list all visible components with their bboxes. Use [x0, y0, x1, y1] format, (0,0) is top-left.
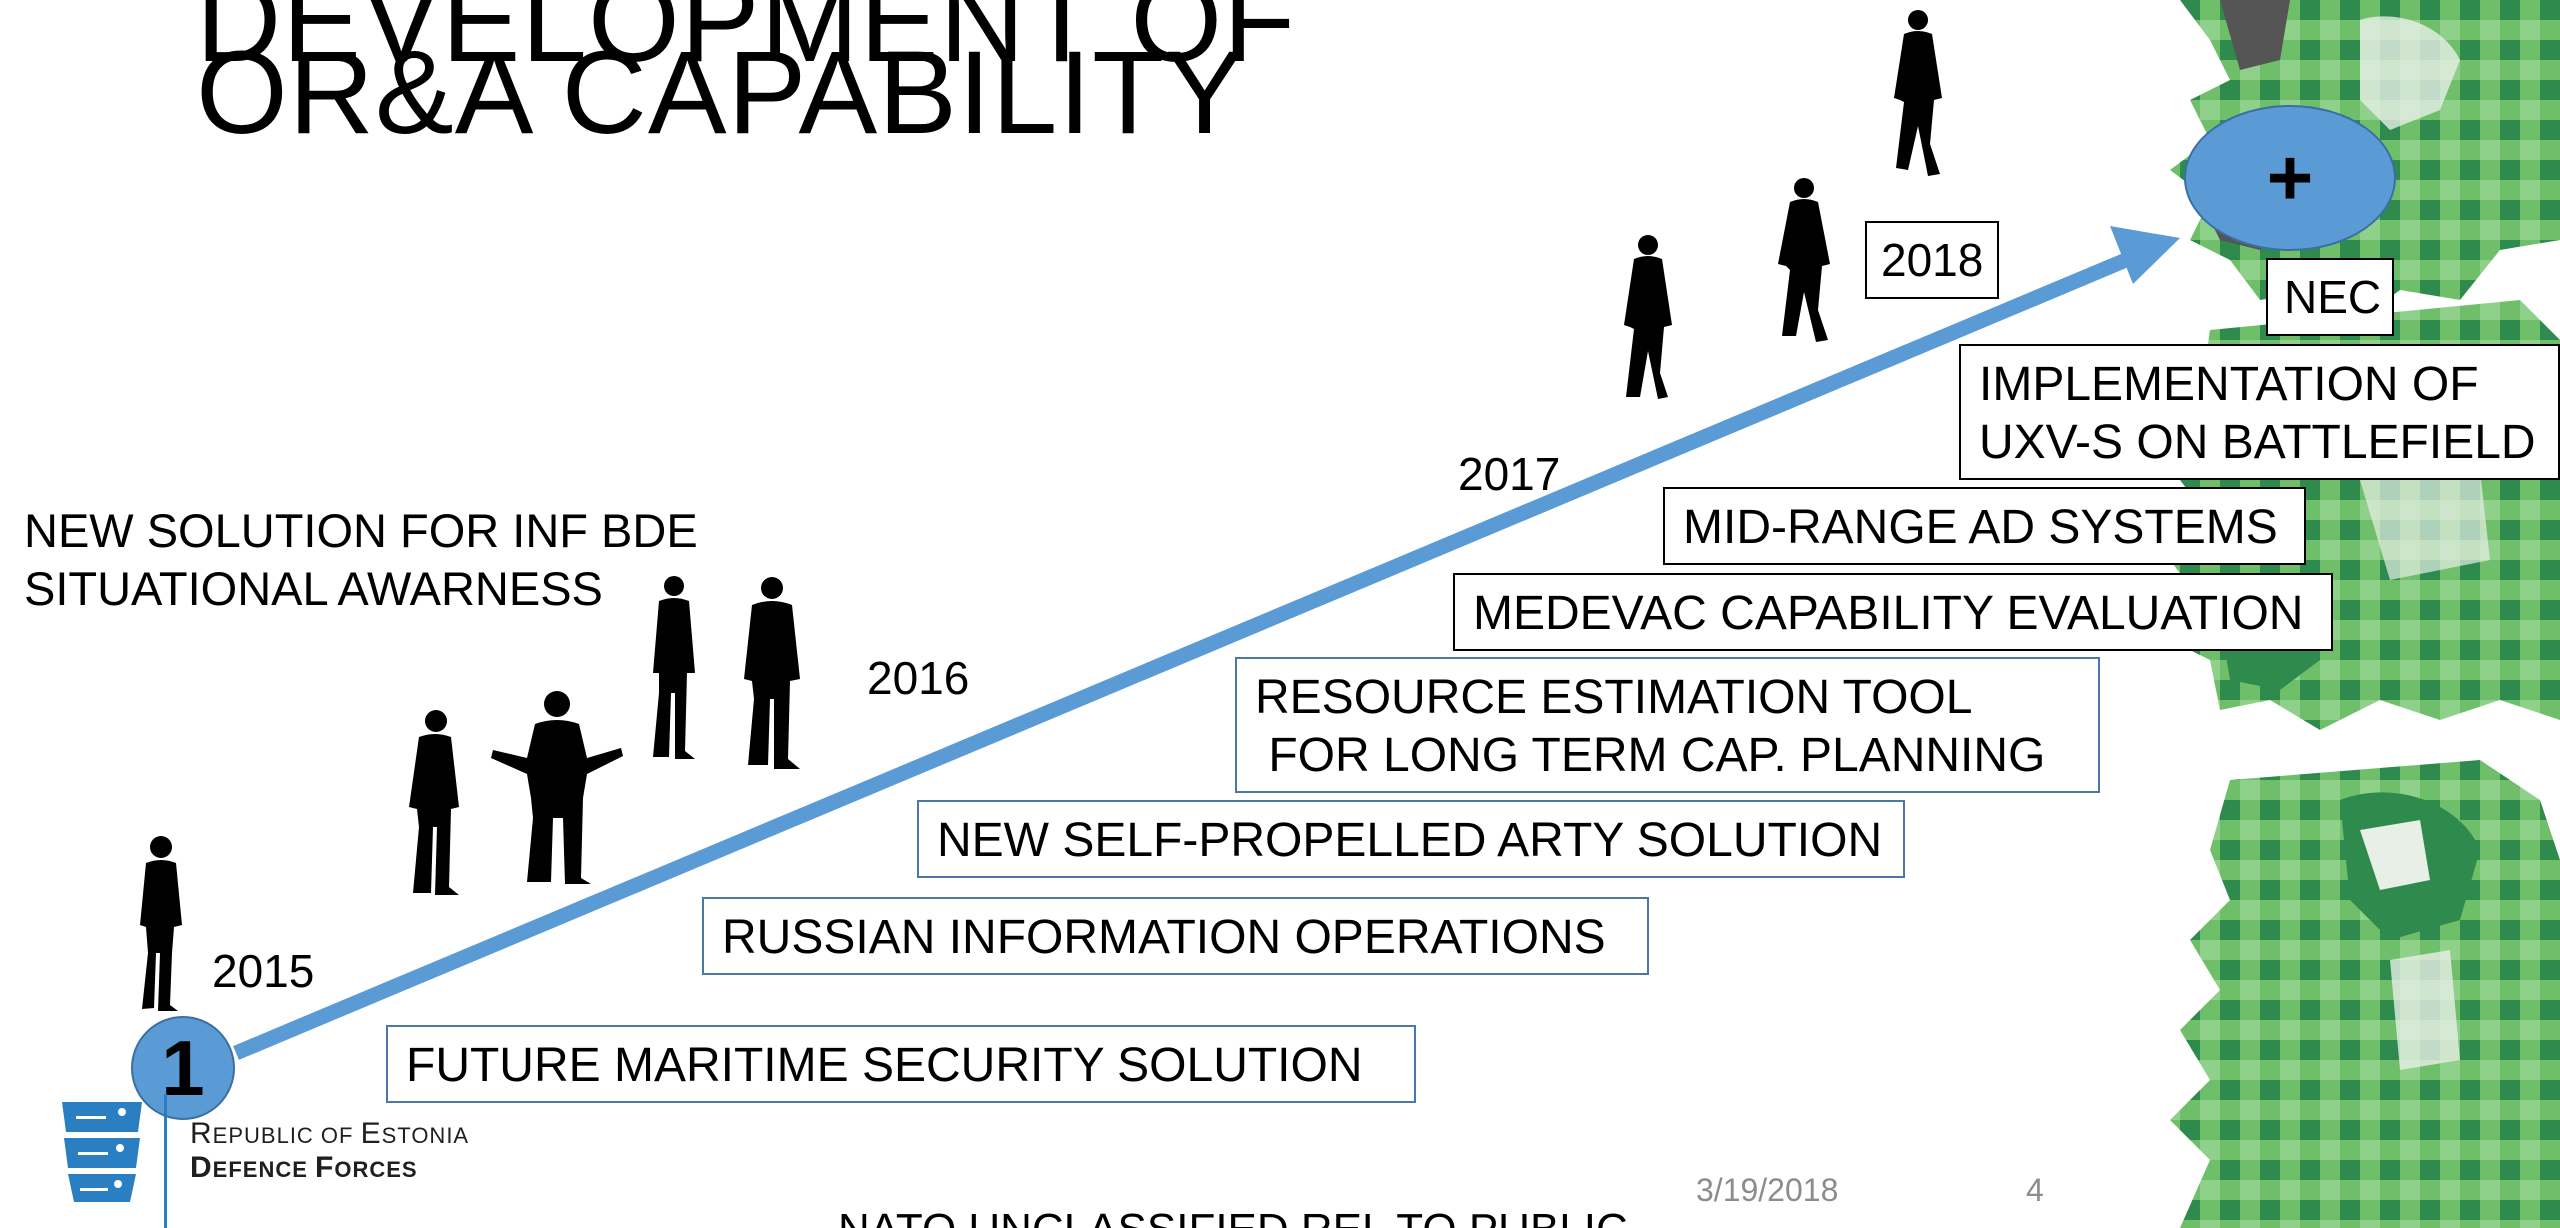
footer-date: 3/19/2018: [1696, 1172, 1839, 1208]
org-rest-2: STONIA: [381, 1123, 470, 1148]
person-silhouette-icon: [1894, 10, 1942, 176]
footer-page-number: 4: [2026, 1172, 2044, 1208]
year-2018: 2018: [1881, 234, 1984, 286]
note-line-1: NEW SOLUTION FOR INF BDE: [24, 504, 698, 557]
person-silhouette-icon: [1624, 235, 1672, 399]
org-initial: D: [190, 1151, 213, 1184]
year-2017: 2017: [1458, 448, 1561, 500]
situational-awareness-note: NEW SOLUTION FOR INF BDE SITUATIONAL AWA…: [24, 502, 698, 618]
footer-classification: NATO UNCLASSIFIED REL TO PUBLIC: [838, 1205, 1628, 1228]
org-rest: EPUBLIC OF: [212, 1123, 361, 1148]
start-marker-label: 1: [161, 1023, 205, 1112]
org-initial-2: F: [315, 1151, 335, 1184]
project-box-resource-tool: RESOURCE ESTIMATION TOOL FOR LONG TERM C…: [1235, 657, 2100, 793]
org-rest-2: ORCES: [334, 1157, 418, 1182]
year-2015: 2015: [212, 945, 315, 997]
note-line-2: SITUATIONAL AWARNESS: [24, 562, 603, 615]
end-marker: +: [2184, 105, 2396, 251]
project-label: MEDEVAC CAPABILITY EVALUATION: [1473, 587, 2304, 640]
project-box-medevac: MEDEVAC CAPABILITY EVALUATION: [1453, 573, 2333, 651]
project-label: FUTURE MARITIME SECURITY SOLUTION: [406, 1039, 1363, 1092]
project-label: IMPLEMENTATION OF: [1979, 358, 2479, 411]
year-2018-box: 2018: [1865, 221, 1999, 299]
person-silhouette-icon: [653, 576, 695, 759]
estonian-lions-emblem-icon: [62, 1102, 142, 1202]
logo-divider: [164, 1094, 167, 1228]
org-name-line-1: REPUBLIC OF ESTONIA: [190, 1117, 469, 1151]
nec-box: NEC: [2266, 258, 2394, 336]
year-2016: 2016: [867, 652, 970, 704]
org-initial-2: E: [360, 1117, 382, 1150]
title-line-1: DEVELOPMENT OF: [196, 0, 1297, 87]
person-silhouette-icon: [1778, 178, 1830, 342]
person-silhouette-icon: [744, 577, 800, 769]
project-label-2: UXV-S ON BATTLEFIELD: [1979, 416, 2536, 469]
person-silhouette-icon: [409, 710, 459, 895]
project-label: RUSSIAN INFORMATION OPERATIONS: [722, 911, 1606, 964]
project-box-arty: NEW SELF-PROPELLED ARTY SOLUTION: [917, 800, 1905, 878]
project-box-maritime: FUTURE MARITIME SECURITY SOLUTION: [386, 1025, 1416, 1103]
person-silhouette-icon: [491, 691, 623, 884]
project-label: NEW SELF-PROPELLED ARTY SOLUTION: [937, 814, 1883, 867]
org-initial: R: [190, 1117, 213, 1150]
nec-label: NEC: [2284, 271, 2382, 323]
project-label: RESOURCE ESTIMATION TOOL: [1255, 671, 1973, 724]
org-name-line-2: DEFENCE FORCES: [190, 1151, 418, 1185]
person-silhouette-icon: [140, 836, 182, 1011]
project-box-ad-systems: MID-RANGE AD SYSTEMS: [1663, 487, 2306, 565]
project-box-uxv: IMPLEMENTATION OF UXV-S ON BATTLEFIELD: [1959, 344, 2560, 480]
org-rest: EFENCE: [212, 1157, 316, 1182]
project-box-russian-info-ops: RUSSIAN INFORMATION OPERATIONS: [702, 897, 1649, 975]
project-label: MID-RANGE AD SYSTEMS: [1683, 501, 2278, 554]
project-label-2: FOR LONG TERM CAP. PLANNING: [1255, 729, 2046, 782]
end-marker-label: +: [2266, 133, 2314, 222]
title-line-2: OR&A CAPABILITY: [196, 27, 1245, 159]
start-marker: 1: [131, 1016, 235, 1120]
